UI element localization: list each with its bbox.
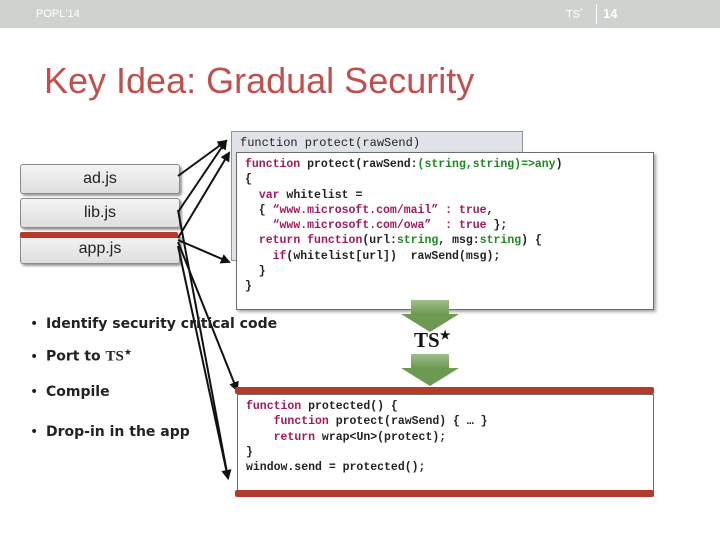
compile-arrow-bottom-head: [401, 368, 459, 386]
slide-title: Key Idea: Gradual Security: [44, 60, 475, 101]
compile-arrow-top: [411, 300, 449, 314]
typed-code: function protect(rawSend:(string,string)…: [245, 158, 563, 294]
bullet-dropin: •Drop-in in the app: [30, 424, 190, 440]
file-ad-js[interactable]: ad.js: [20, 164, 180, 194]
ts-star-label: TS★: [414, 328, 451, 352]
compile-arrow-bottom: [411, 354, 449, 368]
bullet-compile: •Compile: [30, 384, 110, 400]
compiled-code-panel: function protected() { function protect(…: [237, 394, 654, 492]
file-lib-js[interactable]: lib.js: [20, 198, 180, 228]
app-js-highlight-bar: [20, 232, 178, 238]
original-code-header: function protect(rawSend): [240, 136, 421, 150]
conference-label: POPL'14: [36, 8, 80, 20]
typed-code-panel: function protect(rawSend:(string,string)…: [236, 152, 654, 310]
bullet-identify: •Identify security critical code: [30, 316, 278, 332]
bullet-port: •Port to TS★: [30, 348, 132, 365]
page-number: 14: [603, 6, 618, 21]
ts-header-label: TS*: [566, 8, 583, 21]
compile-arrow-top-head: [401, 314, 459, 332]
file-app-js[interactable]: app.js: [20, 234, 180, 264]
compiled-code: function protected() { function protect(…: [246, 400, 488, 475]
slide-header-bar: POPL'14 TS* 14: [0, 0, 720, 28]
compiled-code-top-bar: [235, 387, 654, 394]
compiled-code-bottom-bar: [235, 490, 654, 497]
header-divider: [596, 4, 597, 24]
